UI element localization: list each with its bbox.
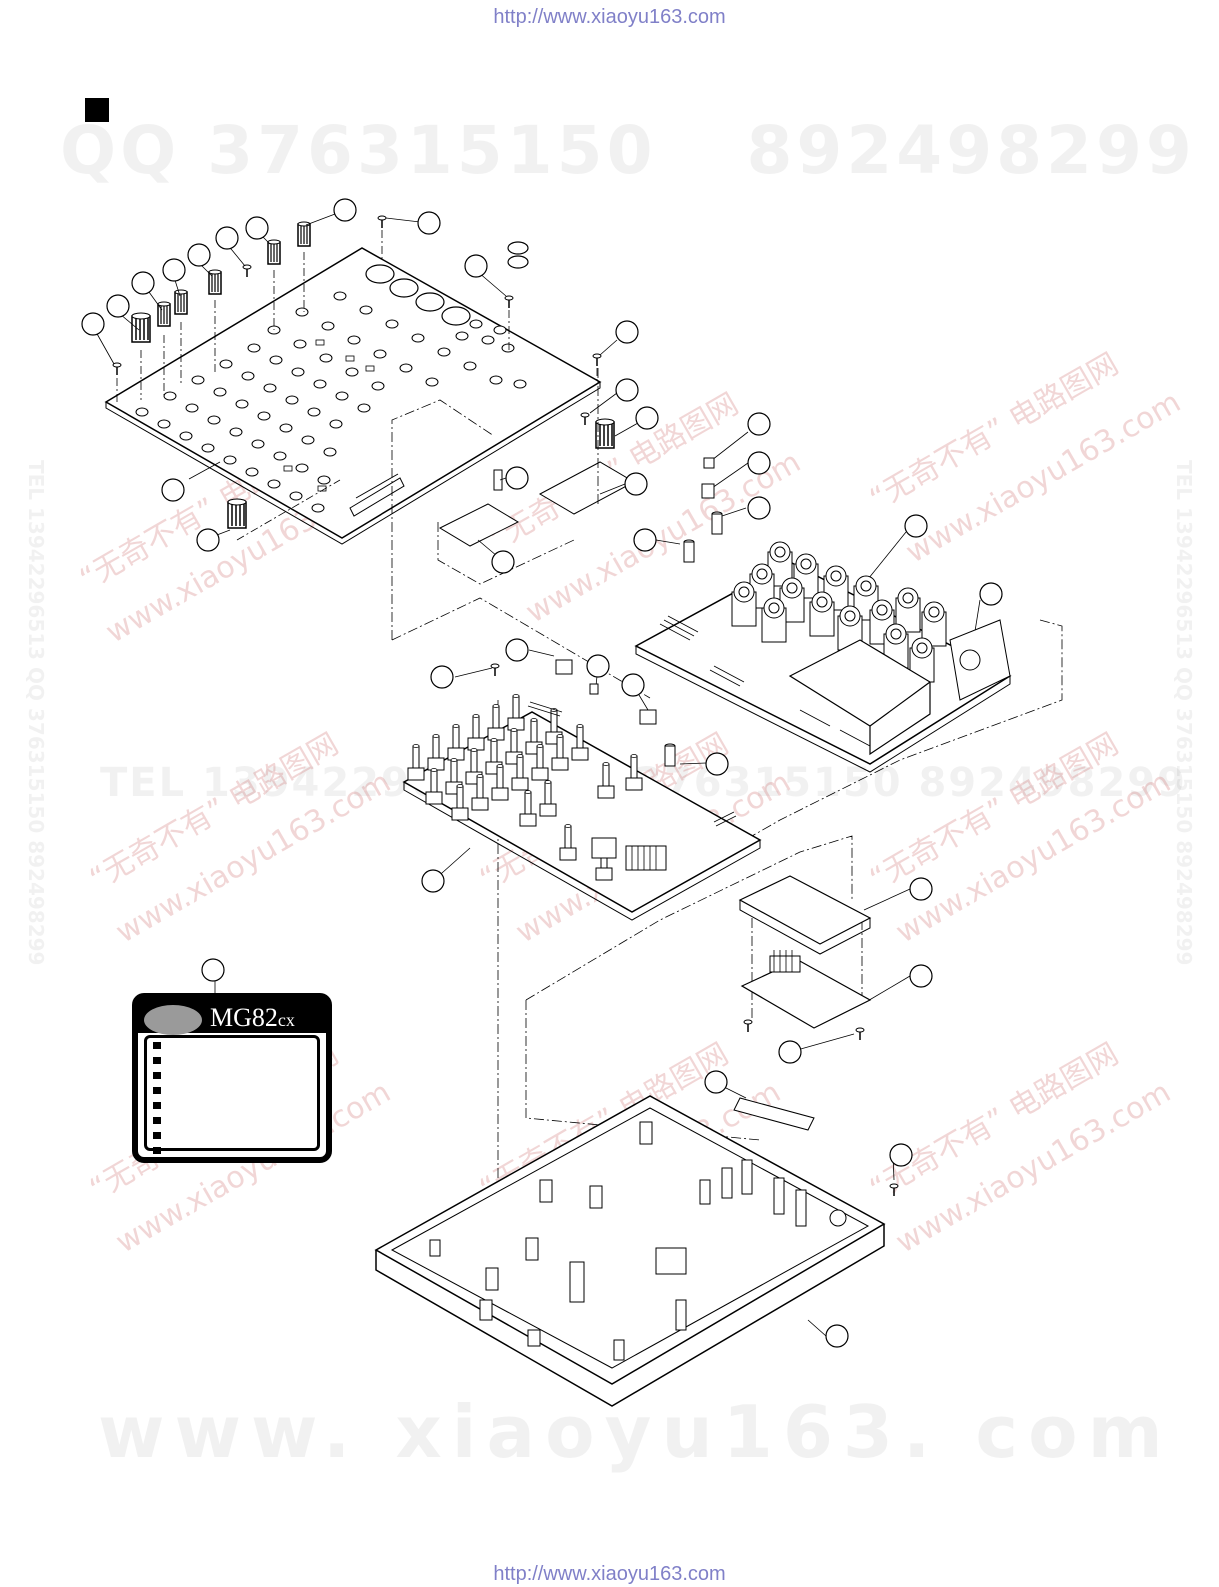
watermark-qq-second: 892498299: [746, 112, 1196, 189]
label-marker: [153, 1087, 161, 1094]
header-url[interactable]: http://www.xiaoyu163.com: [493, 6, 726, 28]
bottom-case: [374, 1095, 899, 1407]
footer-url[interactable]: http://www.xiaoyu163.com: [493, 1563, 726, 1585]
watermark-qq-first: QQ 376315150: [60, 112, 657, 189]
label-header: MG82cx: [138, 999, 326, 1035]
label-marker: [153, 1057, 161, 1064]
label-marker: [153, 1102, 161, 1109]
model-label-panel: MG82cx: [132, 993, 332, 1163]
assembly-lines: [391, 368, 1063, 1320]
label-body: [144, 1035, 320, 1154]
top-panel: [104, 215, 636, 547]
label-marker: [153, 1147, 161, 1154]
watermark-www: www. xiaoyu163. com: [98, 1390, 1173, 1474]
control-board: [402, 659, 762, 921]
model-name: MG82cx: [210, 1003, 295, 1033]
model-suffix: cx: [277, 1010, 295, 1030]
section-marker: [85, 98, 109, 122]
label-marker: [153, 1042, 161, 1049]
label-marker: [153, 1132, 161, 1139]
model-number: MG82: [210, 1003, 278, 1032]
label-marker: [153, 1072, 161, 1079]
watermark-qq: QQ 376315150 892498299: [60, 112, 1196, 189]
brand-logo: [144, 1005, 202, 1035]
label-marker: [153, 1117, 161, 1124]
bracket-assembly: [738, 875, 872, 1041]
jack-board: [634, 457, 1012, 773]
